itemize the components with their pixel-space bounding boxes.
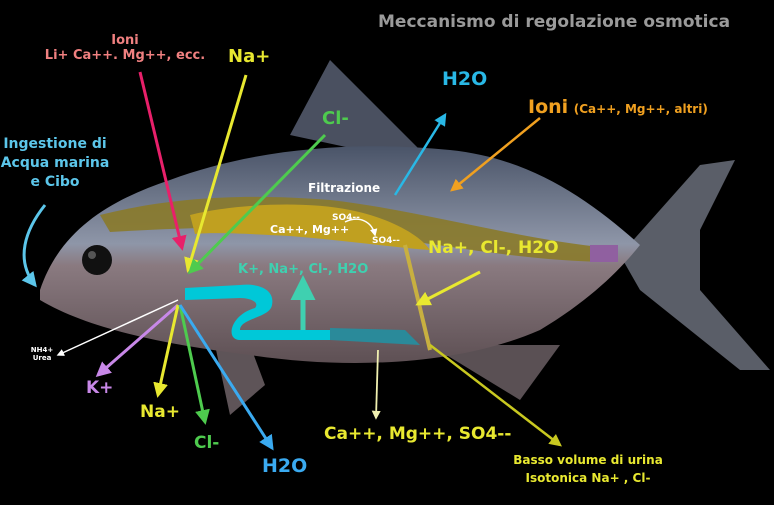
arrow-na-in	[184, 74, 248, 273]
arrow-ioni-right	[450, 117, 541, 192]
label-urine: Basso volume di urina Isotonica Na+ , Cl…	[498, 451, 678, 487]
label-nh4: NH4+	[30, 346, 54, 354]
arrow-h2o-top	[393, 112, 447, 196]
arrow-cl-in	[187, 133, 327, 275]
label-urine-line2: Isotonica Na+ , Cl-	[525, 471, 651, 485]
label-ioni-top-line2: Li+ Ca++. Mg++, ecc.	[44, 48, 206, 63]
label-filtrazione: Filtrazione	[308, 181, 381, 195]
intestine	[185, 284, 395, 340]
label-h2o-top: H2O	[442, 68, 488, 90]
label-excreted: Ca++, Mg++, SO4--	[324, 424, 512, 444]
arrow-cl-out	[178, 304, 210, 425]
pelvic-fin	[215, 345, 265, 415]
arrow-excreted	[371, 349, 381, 420]
label-so4-a: SO4--	[332, 213, 360, 223]
label-so4-b: SO4--	[372, 236, 400, 246]
label-intestine-ions: K+, Na+, Cl-, H2O	[238, 262, 369, 277]
label-urea: Urea	[32, 354, 52, 362]
label-gill-ions: Ca++, Mg++	[270, 223, 350, 236]
filtration-organ	[190, 204, 430, 250]
arrow-nh4	[56, 299, 179, 356]
label-cl-out: Cl-	[194, 433, 220, 453]
arrow-na-out	[153, 304, 180, 398]
arrow-urine	[429, 344, 562, 447]
label-ingestione-line2: Acqua marina	[0, 155, 110, 171]
label-cl-top: Cl-	[322, 108, 349, 129]
label-ioni-right: Ioni (Ca++, Mg++, altri)	[528, 96, 708, 118]
arrow-h2o-out	[178, 304, 274, 451]
label-ioni-right-main: Ioni	[528, 96, 569, 118]
label-k-out: K+	[86, 378, 114, 398]
label-urine-line1: Basso volume di urina	[513, 453, 663, 467]
label-nh4-urea: NH4+ Urea	[20, 346, 64, 362]
label-ingestione-line3: e Cibo	[30, 174, 80, 190]
label-ingestione-line1: Ingestione di	[3, 136, 107, 152]
arrow-ingestion	[21, 204, 47, 288]
label-ingestione: Ingestione di Acqua marina e Cibo	[0, 135, 110, 192]
tail-fin	[620, 160, 770, 370]
intestine-end	[330, 328, 420, 345]
eye-highlight	[88, 251, 96, 259]
diagram-title: Meccanismo di regolazione osmotica	[378, 12, 731, 32]
bladder	[590, 245, 618, 262]
arrow-ioni-in	[138, 71, 187, 251]
label-h2o-out: H2O	[262, 455, 308, 477]
arrow-kidney-out	[415, 270, 481, 306]
arrow-k-out	[95, 303, 179, 377]
arrow-so4	[344, 218, 378, 237]
label-ioni-top: Ioni Li+ Ca++. Mg++, ecc.	[40, 33, 210, 63]
label-na-out: Na+	[140, 402, 180, 422]
label-kidney-out: Na+, Cl-, H2O	[428, 238, 559, 258]
anal-fin	[430, 345, 560, 400]
label-ioni-right-detail: (Ca++, Mg++, altri)	[573, 102, 708, 116]
eye	[82, 245, 112, 275]
label-na-top: Na+	[228, 46, 271, 67]
label-ioni-top-line1: Ioni	[111, 33, 139, 48]
dorsal-fin	[290, 60, 420, 150]
